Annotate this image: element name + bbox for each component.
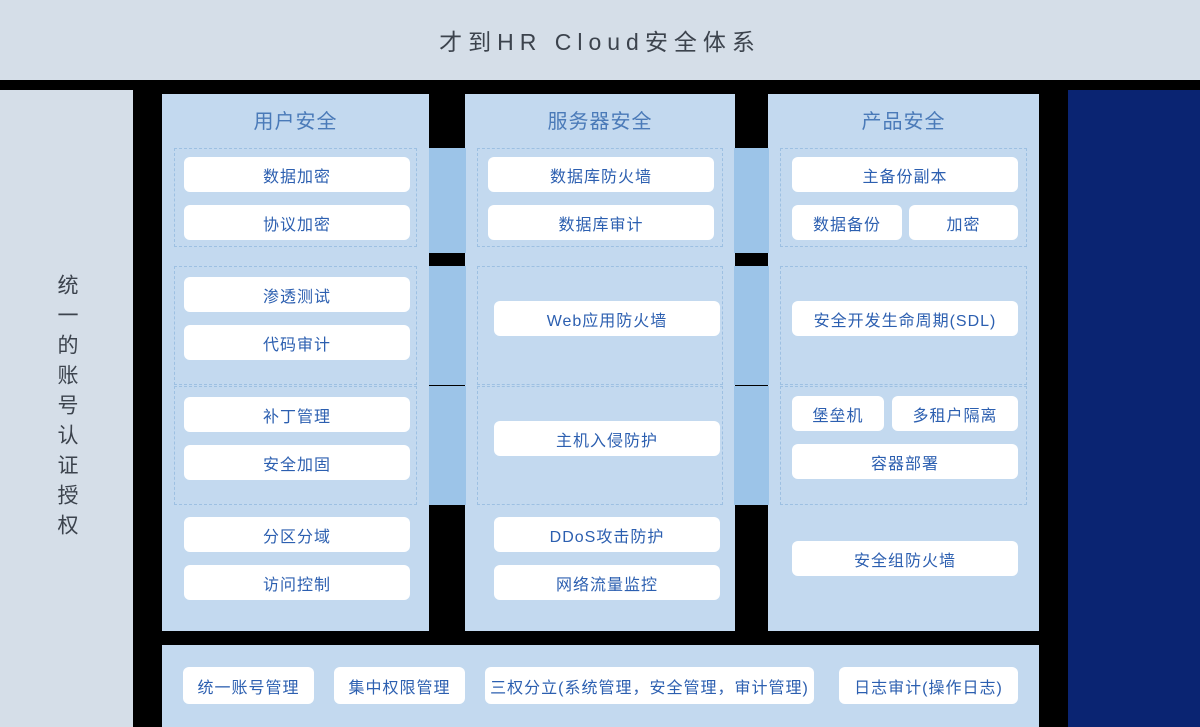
security-item-chip[interactable]: 主机入侵防护 — [494, 421, 720, 456]
column-bridge-5 — [734, 266, 769, 385]
security-item-chip[interactable]: 安全组防火墙 — [792, 541, 1018, 576]
column-title: 产品安全 — [861, 111, 946, 133]
band-group-3 — [780, 386, 1027, 505]
band-group-2 — [780, 266, 1027, 385]
security-item-chip[interactable]: 数据库防火墙 — [488, 157, 714, 192]
band-group-3 — [477, 386, 723, 505]
left-band-label: 统一的账号认证授权 — [55, 273, 78, 544]
right-layer-band: 数据应用主机网络运维 — [1068, 90, 1200, 727]
security-item-chip[interactable]: 分区分域 — [184, 517, 410, 552]
bottom-bar: 统一账号管理集中权限管理三权分立(系统管理，安全管理，审计管理) 日志审计(操作日… — [162, 645, 1039, 727]
security-item-chip[interactable]: 渗透测试 — [184, 277, 410, 312]
security-item-chip[interactable]: 访问控制 — [184, 565, 410, 600]
band-group-3 — [174, 386, 417, 505]
page-title: 才到HR Cloud安全体系 — [439, 29, 761, 55]
account-governance-chip[interactable]: 三权分立(系统管理，安全管理，审计管理) — [485, 667, 814, 704]
account-governance-chip[interactable]: 统一账号管理 — [183, 667, 314, 704]
left-vertical-band: 统一的账号认证授权 — [0, 90, 133, 727]
column-bridge-6 — [734, 386, 769, 505]
security-column-3: 产品安全主备份副本数据备份加密安全开发生命周期(SDL) 堡垒机多租户隔离容器部署… — [768, 94, 1039, 631]
header-bar: 才到HR Cloud安全体系 — [0, 0, 1200, 80]
security-item-chip[interactable]: 容器部署 — [792, 444, 1018, 479]
security-column-1: 用户安全数据加密协议加密渗透测试代码审计补丁管理安全加固分区分域访问控制 — [162, 94, 429, 631]
column-bridge-4 — [734, 148, 769, 253]
security-item-chip[interactable]: 堡垒机 — [792, 396, 884, 431]
account-governance-chip[interactable]: 日志审计(操作日志) — [839, 667, 1018, 704]
security-item-chip[interactable]: Web应用防火墙 — [494, 301, 720, 336]
band-group-2 — [174, 266, 417, 385]
security-item-chip[interactable]: 代码审计 — [184, 325, 410, 360]
column-bridge-1 — [429, 148, 466, 253]
column-bridge-2 — [429, 266, 466, 385]
security-item-chip[interactable]: 安全开发生命周期(SDL) — [792, 301, 1018, 336]
band-group-1 — [174, 148, 417, 247]
security-item-chip[interactable]: 多租户隔离 — [892, 396, 1018, 431]
security-column-2: 服务器安全数据库防火墙数据库审计 Web应用防火墙主机入侵防护 DDoS攻击防护网络… — [465, 94, 735, 631]
column-bridge-3 — [429, 386, 466, 505]
security-item-chip[interactable]: 网络流量监控 — [494, 565, 720, 600]
security-item-chip[interactable]: 加密 — [909, 205, 1018, 240]
security-item-chip[interactable]: 协议加密 — [184, 205, 410, 240]
security-item-chip[interactable]: 数据备份 — [792, 205, 902, 240]
band-group-1 — [477, 148, 723, 247]
security-item-chip[interactable]: 补丁管理 — [184, 397, 410, 432]
column-title: 用户安全 — [253, 111, 338, 133]
security-item-chip[interactable]: 数据库审计 — [488, 205, 714, 240]
account-governance-chip[interactable]: 集中权限管理 — [334, 667, 465, 704]
security-item-chip[interactable]: DDoS攻击防护 — [494, 517, 720, 552]
security-item-chip[interactable]: 主备份副本 — [792, 157, 1018, 192]
band-group-2 — [477, 266, 723, 385]
security-item-chip[interactable]: 安全加固 — [184, 445, 410, 480]
security-item-chip[interactable]: 数据加密 — [184, 157, 410, 192]
column-title: 服务器安全 — [547, 111, 653, 133]
band-group-1 — [780, 148, 1027, 247]
